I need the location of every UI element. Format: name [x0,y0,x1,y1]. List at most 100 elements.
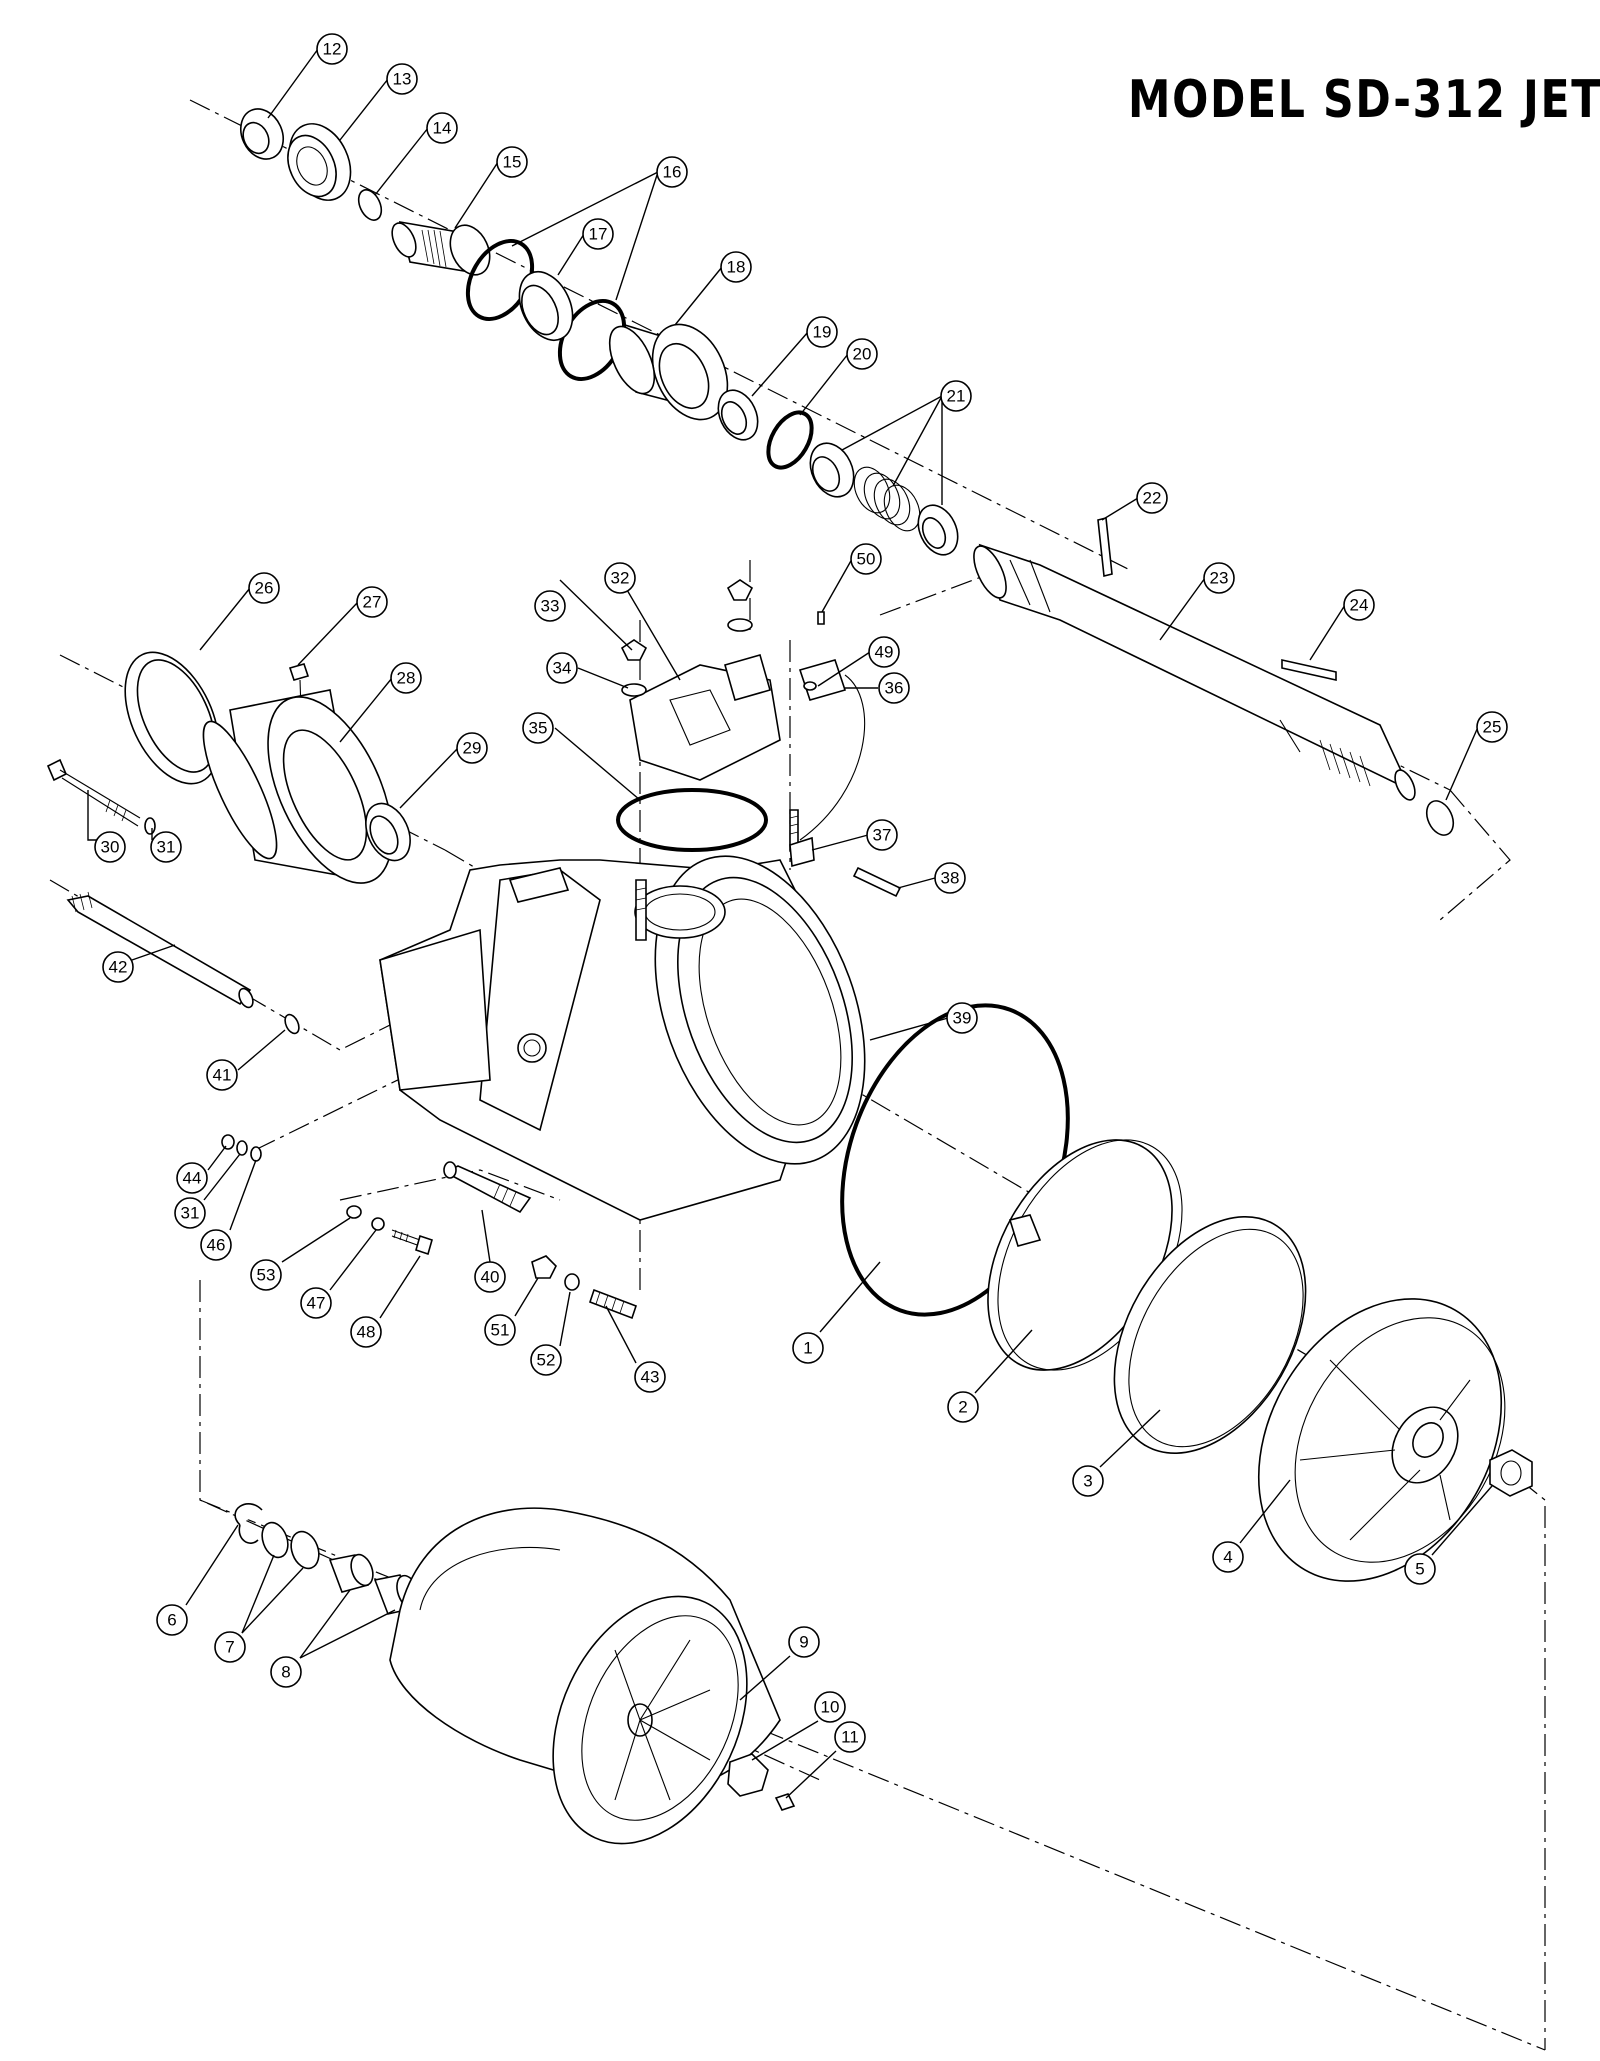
part-2-wear-ring [987,1139,1183,1371]
callout-49: 49 [868,636,900,668]
part-53-washer [346,1205,362,1219]
part-18-seal-housing [608,323,729,421]
callout-bubbles: 1 2 3 4 5 6 7 8 9 10 11 12 13 14 15 16 1… [94,33,1508,1753]
part-50-screw [817,611,825,625]
part-25-ring [1425,800,1455,836]
svg-text:14: 14 [433,119,452,138]
svg-text:20: 20 [853,345,872,364]
callout-20: 20 [846,338,878,370]
callout-33: 33 [534,590,566,622]
part-39-pump-housing [379,855,866,1221]
svg-text:25: 25 [1483,718,1502,737]
callout-16: 16 [656,156,688,188]
callout-34: 34 [546,652,578,684]
part-20-o-ring [766,410,814,470]
svg-text:22: 22 [1143,489,1162,508]
axis-right-return [1439,789,1511,921]
callout-48: 48 [350,1316,382,1348]
callout-42: 42 [102,951,134,983]
part-48-bolt [391,1229,433,1256]
svg-text:30: 30 [101,838,120,857]
callout-35: 35 [522,712,554,744]
callout-37: 37 [866,819,898,851]
svg-text:42: 42 [109,958,128,977]
part-34-washer-left [621,683,647,697]
svg-text:9: 9 [799,1633,808,1652]
part-34-washer-right [727,618,753,632]
callout-13: 13 [386,63,418,95]
callout-10: 10 [814,1691,846,1723]
part-33-wing-nut-left [620,639,648,661]
callout-23: 23 [1203,562,1235,594]
svg-text:2: 2 [958,1398,967,1417]
part-30-bolt [46,758,141,827]
callout-4: 4 [1212,1541,1244,1573]
part-4-impeller [1257,1298,1506,1582]
callout-29: 29 [456,732,488,764]
callout-6: 6 [156,1604,188,1636]
part-47-lockwasher [371,1217,385,1231]
part-21-mechanical-seal [809,442,959,556]
nozzle-parts [234,1503,796,1845]
part-31-washer-lower [236,1140,248,1156]
part-51-nut [531,1255,557,1279]
part-10-cap [727,1753,769,1797]
callout-26: 26 [248,572,280,604]
callout-52: 52 [530,1344,562,1376]
callout-24: 24 [1343,589,1375,621]
svg-text:13: 13 [393,70,412,89]
svg-text:41: 41 [213,1066,232,1085]
callout-5: 5 [1404,1553,1436,1585]
svg-text:53: 53 [257,1266,276,1285]
part-52-washer [564,1273,580,1291]
callout-3: 3 [1072,1465,1104,1497]
housing-studs [635,879,647,941]
svg-text:44: 44 [183,1169,202,1188]
part-9-nozzle-housing [389,1507,781,1845]
callout-38: 38 [934,862,966,894]
clamp-parts [616,579,902,941]
upper-shaft-parts [240,108,1455,836]
part-35-o-ring [616,788,768,852]
svg-text:47: 47 [307,1294,326,1313]
part-44-nut [221,1134,235,1150]
part-23-shaft [973,543,1416,801]
svg-text:6: 6 [167,1611,176,1630]
svg-text:16: 16 [663,163,682,182]
callout-1: 1 [792,1332,824,1364]
svg-text:49: 49 [875,643,894,662]
part-40-stud [443,1161,532,1214]
part-38-pin [852,866,902,898]
part-22-key [1097,517,1113,577]
svg-text:48: 48 [357,1323,376,1342]
callout-2: 2 [947,1391,979,1423]
callout-50: 50 [850,543,882,575]
part-41-o-ring [284,1013,300,1035]
callout-28: 28 [390,662,422,694]
part-19-seal [717,389,759,441]
svg-text:21: 21 [947,387,966,406]
part-31-washer [144,817,156,835]
part-15-sleeve [391,221,491,276]
svg-text:39: 39 [953,1009,972,1028]
svg-text:12: 12 [323,40,342,59]
svg-text:7: 7 [225,1638,234,1657]
bearing-housing-parts [46,651,411,884]
callout-40: 40 [474,1261,506,1293]
svg-text:35: 35 [529,719,548,738]
part-37-stud-assembly [789,809,815,868]
svg-text:26: 26 [255,579,274,598]
svg-text:40: 40 [481,1268,500,1287]
hardware-parts [221,1134,638,1320]
svg-text:46: 46 [207,1236,226,1255]
callout-14: 14 [426,112,458,144]
part-7-seal [261,1521,320,1570]
svg-text:51: 51 [491,1321,510,1340]
callout-36: 36 [878,672,910,704]
callout-30: 30 [94,831,126,863]
callout-18: 18 [720,251,752,283]
svg-text:27: 27 [363,593,382,612]
part-42-tube [66,891,254,1009]
svg-text:10: 10 [821,1698,840,1717]
